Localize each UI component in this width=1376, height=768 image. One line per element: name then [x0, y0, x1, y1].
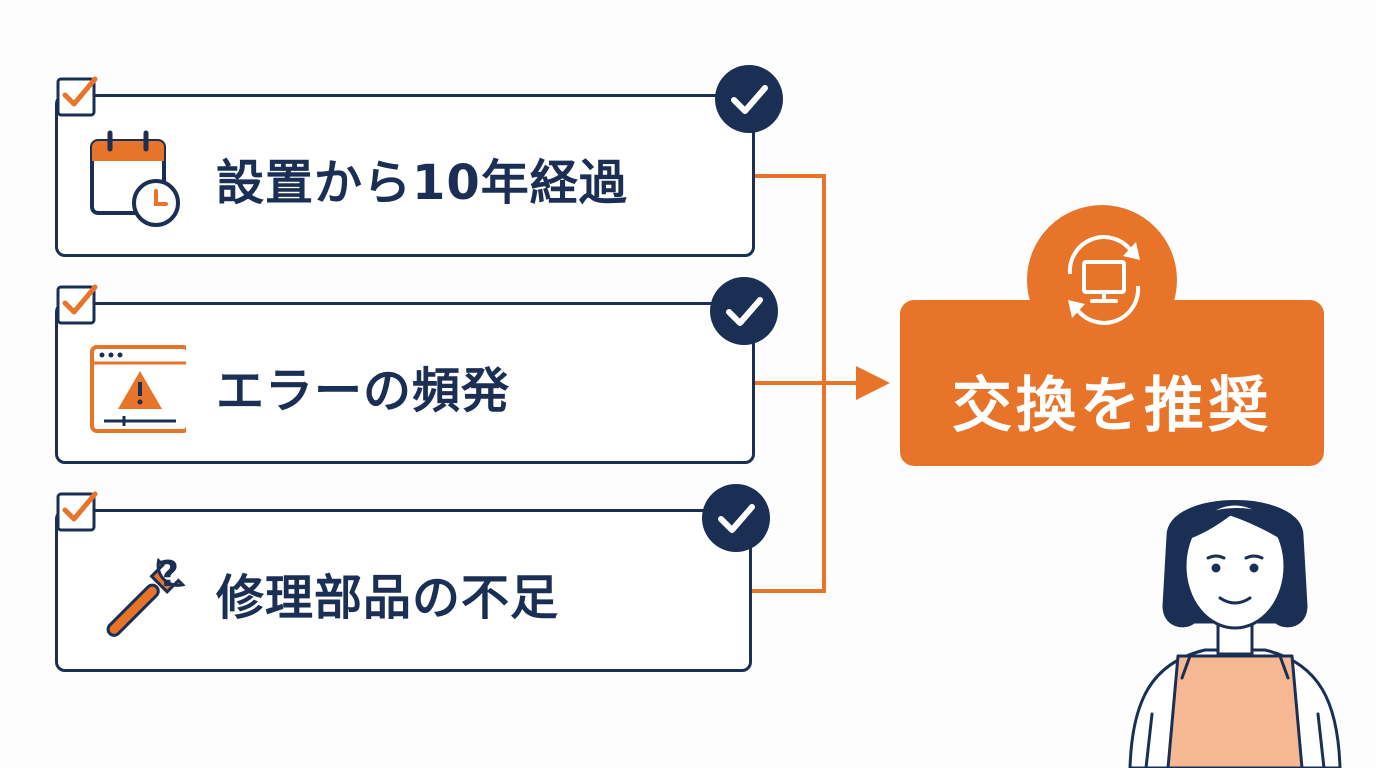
reason-card-1: 設置から10年経過 [55, 76, 755, 257]
reason-card-2: エラーの頻発 [55, 284, 755, 464]
calendar-clock-icon [90, 130, 180, 227]
connector-bottom [752, 383, 826, 593]
small-checkbox-icon [56, 284, 98, 325]
small-checkbox-icon [56, 491, 98, 532]
result-label: 交換を推奨 [952, 370, 1272, 441]
person-illustration [1128, 500, 1342, 768]
error-window-icon [90, 345, 186, 433]
reason-card-3: ? 修理部品の不足 [55, 491, 752, 672]
reason-label-1: 設置から10年経過 [216, 155, 628, 211]
wrench-question-icon: ? [106, 554, 186, 637]
small-checkbox-icon [56, 76, 98, 117]
connector-top [755, 174, 826, 383]
check-badge-icon [702, 484, 770, 552]
refresh-monitor-icon [1067, 235, 1141, 325]
reason-label-2: エラーの頻発 [216, 363, 511, 419]
arrow-head [856, 366, 890, 400]
reason-label-3: 修理部品の不足 [216, 570, 560, 626]
svg-text:?: ? [158, 554, 179, 595]
check-badge-icon [710, 277, 778, 345]
result-box [900, 300, 1324, 466]
check-badge-icon [715, 65, 783, 133]
